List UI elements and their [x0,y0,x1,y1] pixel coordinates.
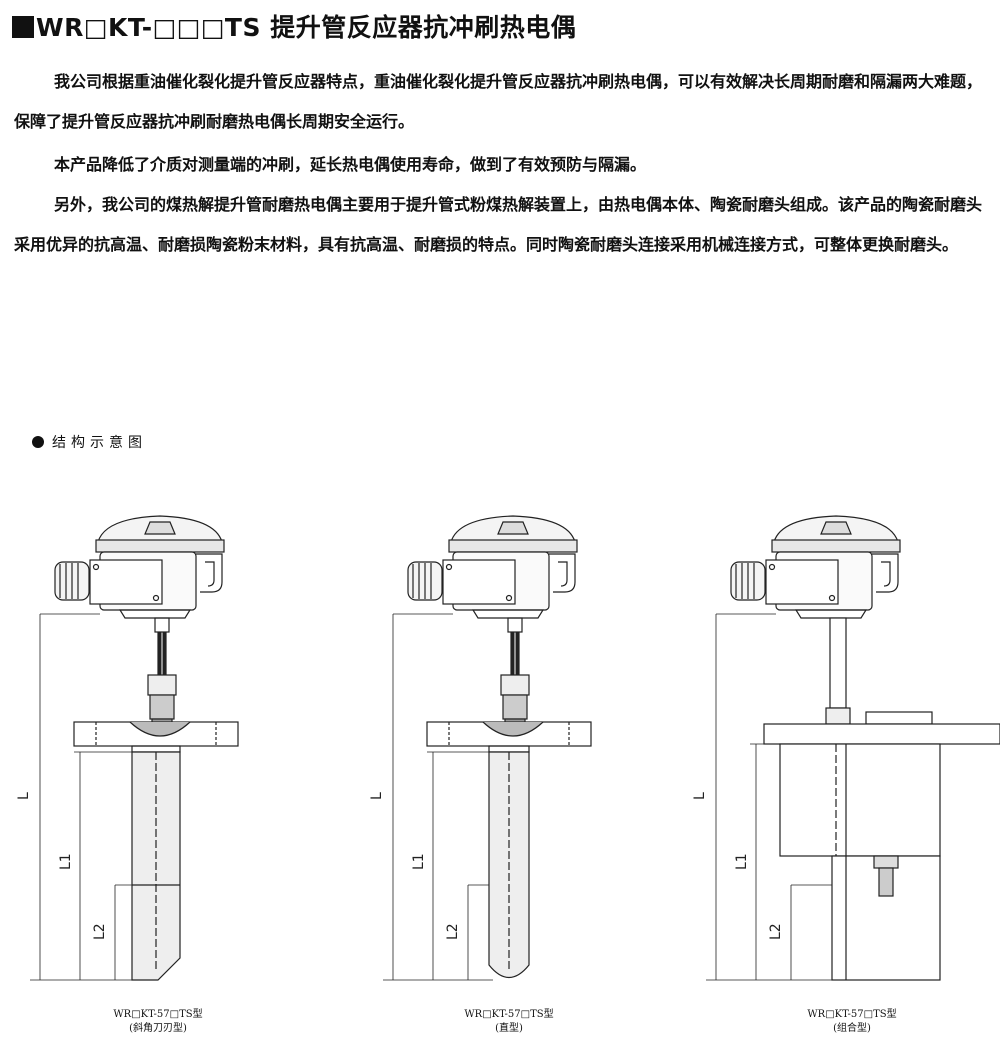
page-title: WR□KT-□□□TS 提升管反应器抗冲刷热电偶 [12,8,576,44]
dim-label-L2: L2 [92,923,108,940]
dim-label-L: L [692,792,708,800]
section-heading: 结构示意图 [32,432,147,452]
structure-diagram: L L1 L2 L L1 L2 [16,515,1000,981]
caption-model: WR□KT-57□TS型 [807,1009,897,1020]
caption-model: WR□KT-57□TS型 [113,1009,203,1020]
dim-label-L2: L2 [768,923,784,940]
dim-label-L: L [16,792,32,800]
caption-type: (直型) [495,1023,523,1034]
coal-pyrolysis-paragraph: 另外，我公司的煤热解提升管耐磨热电偶主要用于提升管式粉煤热解装置上，由热电偶本体… [14,195,983,254]
caption-straight: WR□KT-57□TS型 (直型) [439,1008,579,1036]
thermocouple-bevel-blade: L L1 L2 [16,515,239,981]
dim-label-L1: L1 [411,853,427,870]
dim-label-L: L [369,792,385,800]
caption-type: (组合型) [833,1023,871,1034]
bullet-icon [32,436,44,448]
benefit-paragraph: 本产品降低了介质对测量端的冲刷，延长热电偶使用寿命，做到了有效预防与隔漏。 [54,155,647,174]
dim-label-L1: L1 [58,853,74,870]
intro-paragraph: 我公司根据重油催化裂化提升管反应器特点，重油催化裂化提升管反应器抗冲刷热电偶，可… [14,72,983,131]
caption-combined: WR□KT-57□TS型 (组合型) [782,1008,922,1036]
caption-model: WR□KT-57□TS型 [464,1009,554,1020]
caption-type: (斜角刀刃型) [129,1023,187,1034]
dim-label-L1: L1 [734,853,750,870]
section-label: 结构示意图 [52,435,147,451]
dim-label-L2: L2 [445,923,461,940]
thermocouple-combined: L L1 L2 [692,515,1000,981]
thermocouple-straight: L L1 L2 [369,515,592,981]
black-square-icon [12,16,34,38]
title-text: WR□KT-□□□TS 提升管反应器抗冲刷热电偶 [36,13,577,42]
caption-bevel-blade: WR□KT-57□TS型 (斜角刀刃型) [88,1008,228,1036]
